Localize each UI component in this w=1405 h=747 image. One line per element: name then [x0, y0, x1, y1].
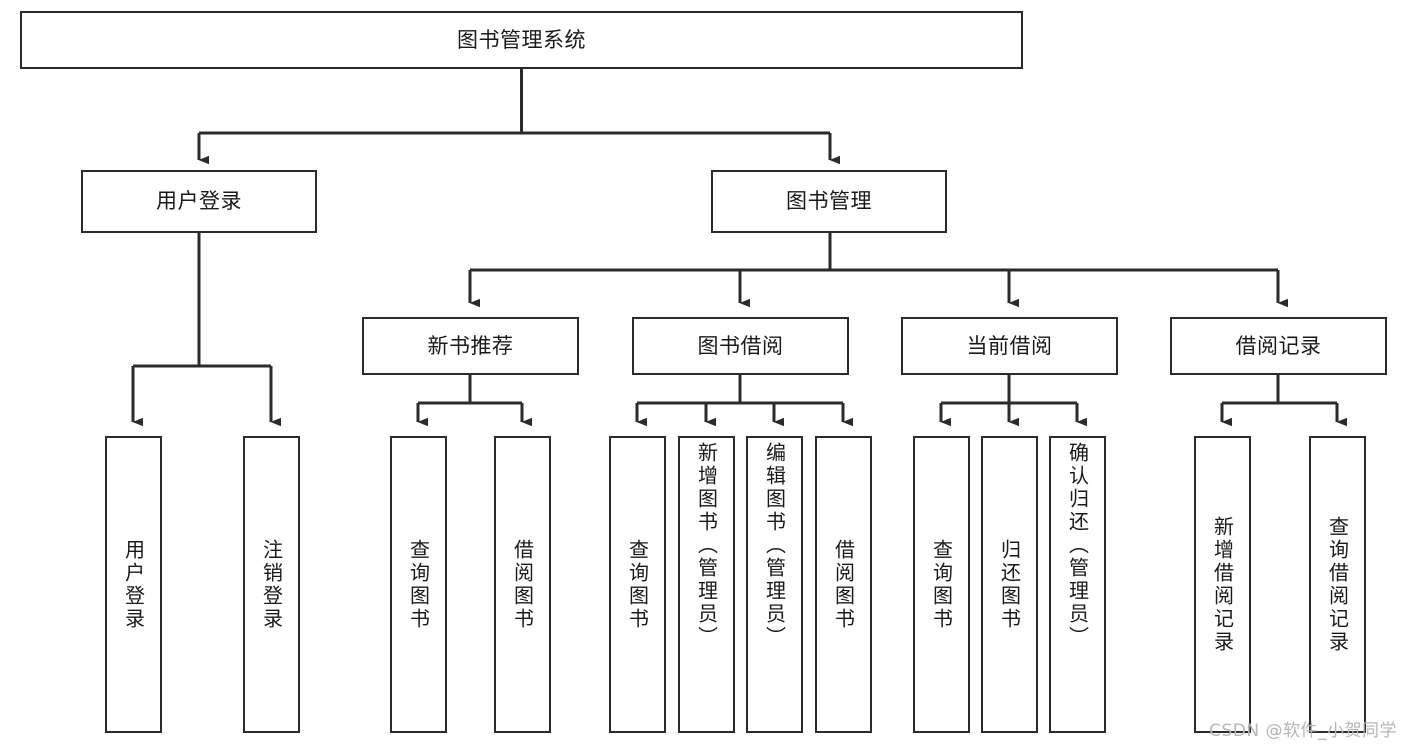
node-leaf-query-book-3-label: 查询图书: [929, 538, 954, 631]
node-leaf-user-login-label: 用户登录: [121, 538, 146, 631]
node-leaf-query-book-1[interactable]: 查询图书: [390, 436, 447, 733]
node-leaf-logout-login-label: 注销登录: [259, 538, 284, 631]
node-leaf-borrow-book-1[interactable]: 借阅图书: [494, 436, 551, 733]
node-leaf-edit-book-label: 编辑图书（管理员）: [762, 442, 787, 649]
node-current-borrow-label: 当前借阅: [966, 333, 1053, 358]
watermark-text: CSDN @软件_小贺同学: [1209, 721, 1397, 741]
node-book-manage[interactable]: 图书管理: [711, 170, 947, 233]
node-leaf-query-book-2-label: 查询图书: [625, 538, 650, 631]
node-current-borrow[interactable]: 当前借阅: [901, 317, 1118, 375]
node-leaf-borrow-book-2[interactable]: 借阅图书: [815, 436, 872, 733]
node-leaf-add-record-label: 新增借阅记录: [1210, 515, 1235, 654]
node-root-label: 图书管理系统: [457, 27, 586, 52]
node-leaf-add-book-label: 新增图书（管理员）: [694, 442, 719, 649]
node-leaf-query-book-2[interactable]: 查询图书: [609, 436, 666, 733]
node-leaf-borrow-book-1-label: 借阅图书: [510, 538, 535, 631]
node-borrow-record[interactable]: 借阅记录: [1170, 317, 1387, 375]
node-leaf-return-book-label: 归还图书: [997, 538, 1022, 631]
node-book-manage-label: 图书管理: [786, 189, 872, 214]
node-leaf-edit-book[interactable]: 编辑图书（管理员）: [746, 436, 803, 733]
node-leaf-user-login[interactable]: 用户登录: [105, 436, 162, 733]
node-leaf-return-book[interactable]: 归还图书: [981, 436, 1038, 733]
node-user-login[interactable]: 用户登录: [81, 170, 317, 233]
node-leaf-query-book-1-label: 查询图书: [406, 538, 431, 631]
node-new-book-recommend[interactable]: 新书推荐: [362, 317, 579, 375]
node-leaf-query-book-3[interactable]: 查询图书: [913, 436, 970, 733]
node-borrow-record-label: 借阅记录: [1235, 333, 1322, 358]
node-leaf-query-record[interactable]: 查询借阅记录: [1309, 436, 1366, 733]
node-leaf-query-record-label: 查询借阅记录: [1325, 515, 1350, 654]
node-book-borrow-label: 图书借阅: [697, 333, 784, 358]
node-leaf-logout-login[interactable]: 注销登录: [243, 436, 300, 733]
node-leaf-add-book[interactable]: 新增图书（管理员）: [678, 436, 735, 733]
node-leaf-confirm-return-label: 确认归还（管理员）: [1065, 442, 1090, 649]
node-leaf-borrow-book-2-label: 借阅图书: [831, 538, 856, 631]
node-new-book-recommend-label: 新书推荐: [427, 333, 514, 358]
node-book-borrow[interactable]: 图书借阅: [632, 317, 849, 375]
node-leaf-confirm-return[interactable]: 确认归还（管理员）: [1049, 436, 1106, 733]
node-leaf-add-record[interactable]: 新增借阅记录: [1194, 436, 1251, 733]
node-user-login-label: 用户登录: [156, 189, 242, 214]
node-root[interactable]: 图书管理系统: [20, 11, 1023, 69]
